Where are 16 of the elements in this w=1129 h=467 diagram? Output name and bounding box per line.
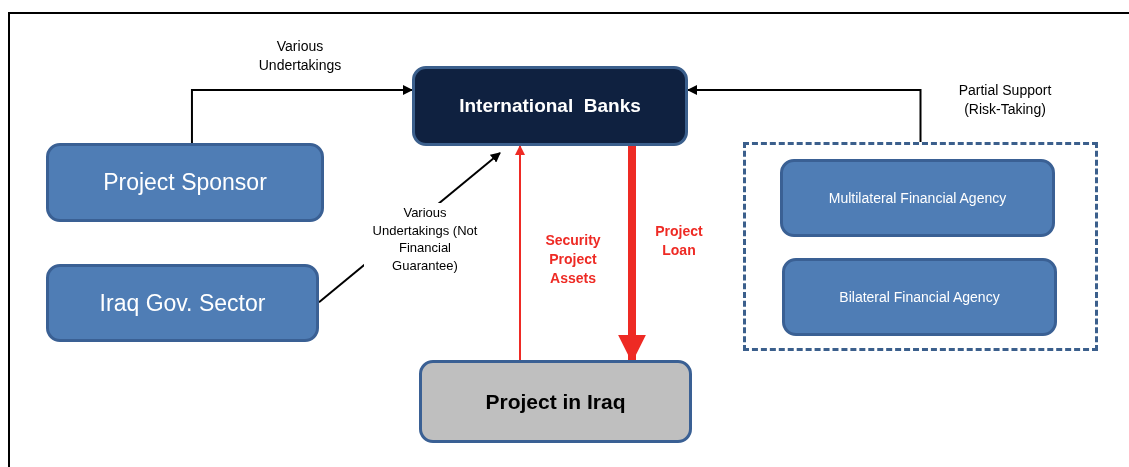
node-label: Iraq Gov. Sector [99, 289, 266, 317]
arrow [515, 145, 525, 361]
node-label: International Banks [459, 95, 641, 117]
arrow [687, 85, 922, 143]
node-label: Multilateral Financial Agency [828, 190, 1007, 206]
entity-box [412, 66, 688, 146]
node-label: Project in Iraq [485, 389, 626, 414]
node-label: Bilateral Financial Agency [839, 289, 1000, 305]
entity-box [419, 360, 692, 443]
group-box [743, 142, 1098, 351]
entity-box [782, 258, 1057, 336]
entity-box [780, 159, 1055, 237]
arrow [190, 85, 413, 144]
node-label: Project Sponsor [103, 169, 267, 196]
entity-box [46, 264, 319, 342]
entity-box [46, 143, 324, 222]
